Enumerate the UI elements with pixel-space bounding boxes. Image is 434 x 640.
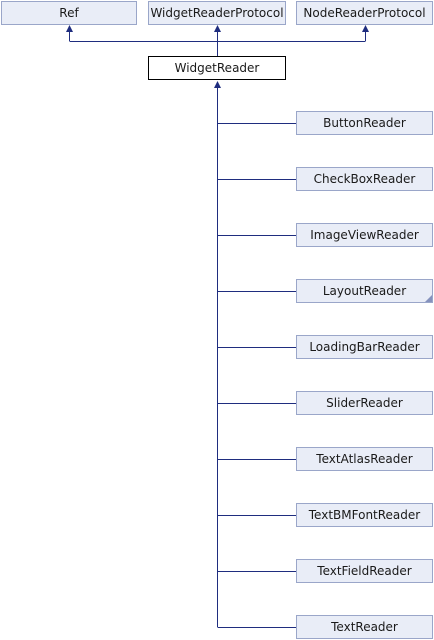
has-more-children-icon xyxy=(425,295,432,302)
arrow-to-widget-reader-protocol xyxy=(214,25,221,32)
derived-class-loading-bar-reader[interactable]: LoadingBarReader xyxy=(296,335,433,359)
derived-class-text-atlas-reader[interactable]: TextAtlasReader xyxy=(296,447,433,471)
current-class-widget-reader: WidgetReader xyxy=(148,56,286,80)
derived-class-layout-reader-label: LayoutReader xyxy=(322,284,407,298)
derived-class-button-reader[interactable]: ButtonReader xyxy=(296,111,433,135)
derived-class-text-field-reader[interactable]: TextFieldReader xyxy=(296,559,433,583)
base-class-ref[interactable]: Ref xyxy=(1,1,137,25)
arrow-to-widget-reader xyxy=(214,81,221,88)
base-class-node-reader-protocol[interactable]: NodeReaderProtocol xyxy=(296,1,433,25)
arrow-to-ref xyxy=(66,25,73,32)
derived-class-image-view-reader[interactable]: ImageViewReader xyxy=(296,223,433,247)
base-class-widget-reader-protocol[interactable]: WidgetReaderProtocol xyxy=(148,1,286,25)
derived-class-text-bm-font-reader[interactable]: TextBMFontReader xyxy=(296,503,433,527)
derived-class-text-reader[interactable]: TextReader xyxy=(296,615,433,639)
derived-class-layout-reader[interactable]: LayoutReader xyxy=(296,279,433,303)
derived-class-check-box-reader[interactable]: CheckBoxReader xyxy=(296,167,433,191)
derived-class-slider-reader[interactable]: SliderReader xyxy=(296,391,433,415)
arrow-to-node-reader-protocol xyxy=(362,25,369,32)
